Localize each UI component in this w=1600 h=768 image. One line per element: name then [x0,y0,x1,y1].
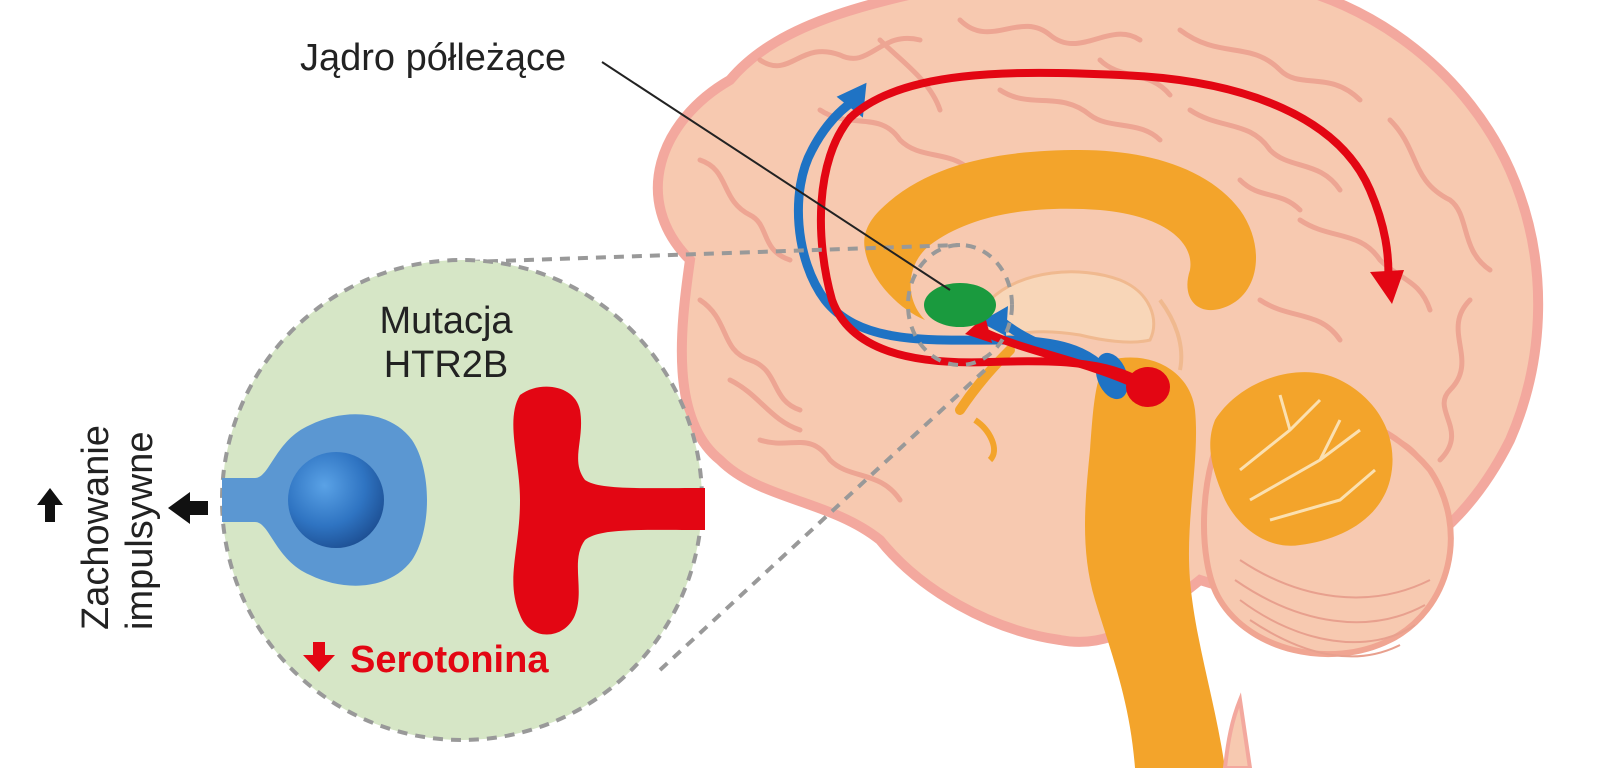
blue-branch-arrowhead [980,306,1008,336]
arrow-left-icon [168,492,208,524]
arbor-vitae-branches [1239,394,1376,522]
behavior-label-line2: impulsywne [119,431,161,630]
label-pointer-line [601,61,951,291]
nucleus-accumbens-label: Jądro półleżące [300,37,566,79]
behavior-label-line1: Zachowanie [75,425,117,630]
cerebellum-arbor-vitae [1210,372,1393,546]
red-pathway [816,68,1393,389]
mammillary-region [973,417,997,463]
inner-fold [1158,298,1184,371]
red-branch-arrowhead [965,316,992,343]
cerebellum-folia [1234,559,1431,658]
red-pathway-arrowhead-right [1370,270,1404,304]
corpus-callosum [864,150,1257,320]
mutation-label-line2: HTR2B [384,344,509,386]
red-neuron [513,386,705,635]
zoom-guides [469,243,1014,672]
zoom-source-region [906,243,1014,367]
red-source-nucleus [1126,367,1170,407]
fornix [955,345,1015,415]
zoom-guide-top [469,243,961,264]
arrow-up-icon [37,488,63,522]
zoom-guide-bottom [658,368,987,672]
brain-illustration [652,0,1544,768]
spinal-cord [1222,692,1253,768]
zoom-circle [220,258,705,742]
brainstem [1085,357,1225,768]
mutation-label-line1: Mutacja [379,300,513,342]
arrow-down-icon [303,642,335,672]
brain-gyri [697,17,1493,523]
serotonin-label: Serotonina [350,639,549,681]
blue-neuron-nucleus [288,452,384,548]
behavior-label-group: Zachowanie impulsywne [75,425,161,630]
red-branch [976,326,1134,386]
nucleus-accumbens [924,283,996,327]
